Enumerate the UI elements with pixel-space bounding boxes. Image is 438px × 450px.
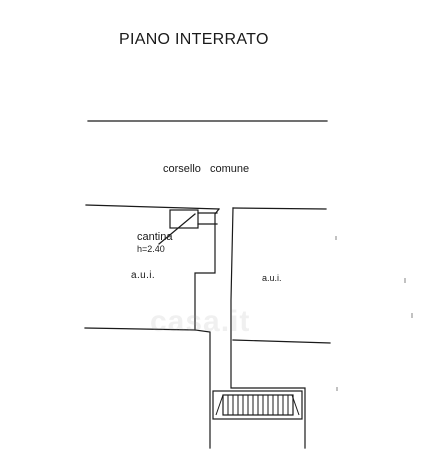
cellar-room <box>169 209 199 229</box>
left-unit-top-wall <box>85 204 220 210</box>
edge-marks <box>335 236 413 391</box>
aui-left-label: a.u.i. <box>131 270 156 281</box>
corridor-label: corsello comune <box>163 163 250 175</box>
left-unit-bottom-wall <box>84 327 196 331</box>
cellar-label: cantina <box>137 231 173 243</box>
right-unit-top-wall <box>232 207 327 210</box>
cellar-leader-line <box>158 213 196 245</box>
aui-right-label: a.u.i. <box>262 273 282 283</box>
partition-wall <box>194 208 220 449</box>
watermark: casa.it <box>150 305 251 338</box>
plan-title: PIANO INTERRATO <box>119 31 269 48</box>
right-unit-bottom-wall <box>232 339 331 344</box>
stair-arrows <box>215 394 300 416</box>
cellar-height-label: h=2.40 <box>137 244 165 254</box>
stair-block <box>212 390 303 420</box>
stair-treads <box>227 395 289 415</box>
right-unit-side-wall <box>230 207 306 449</box>
